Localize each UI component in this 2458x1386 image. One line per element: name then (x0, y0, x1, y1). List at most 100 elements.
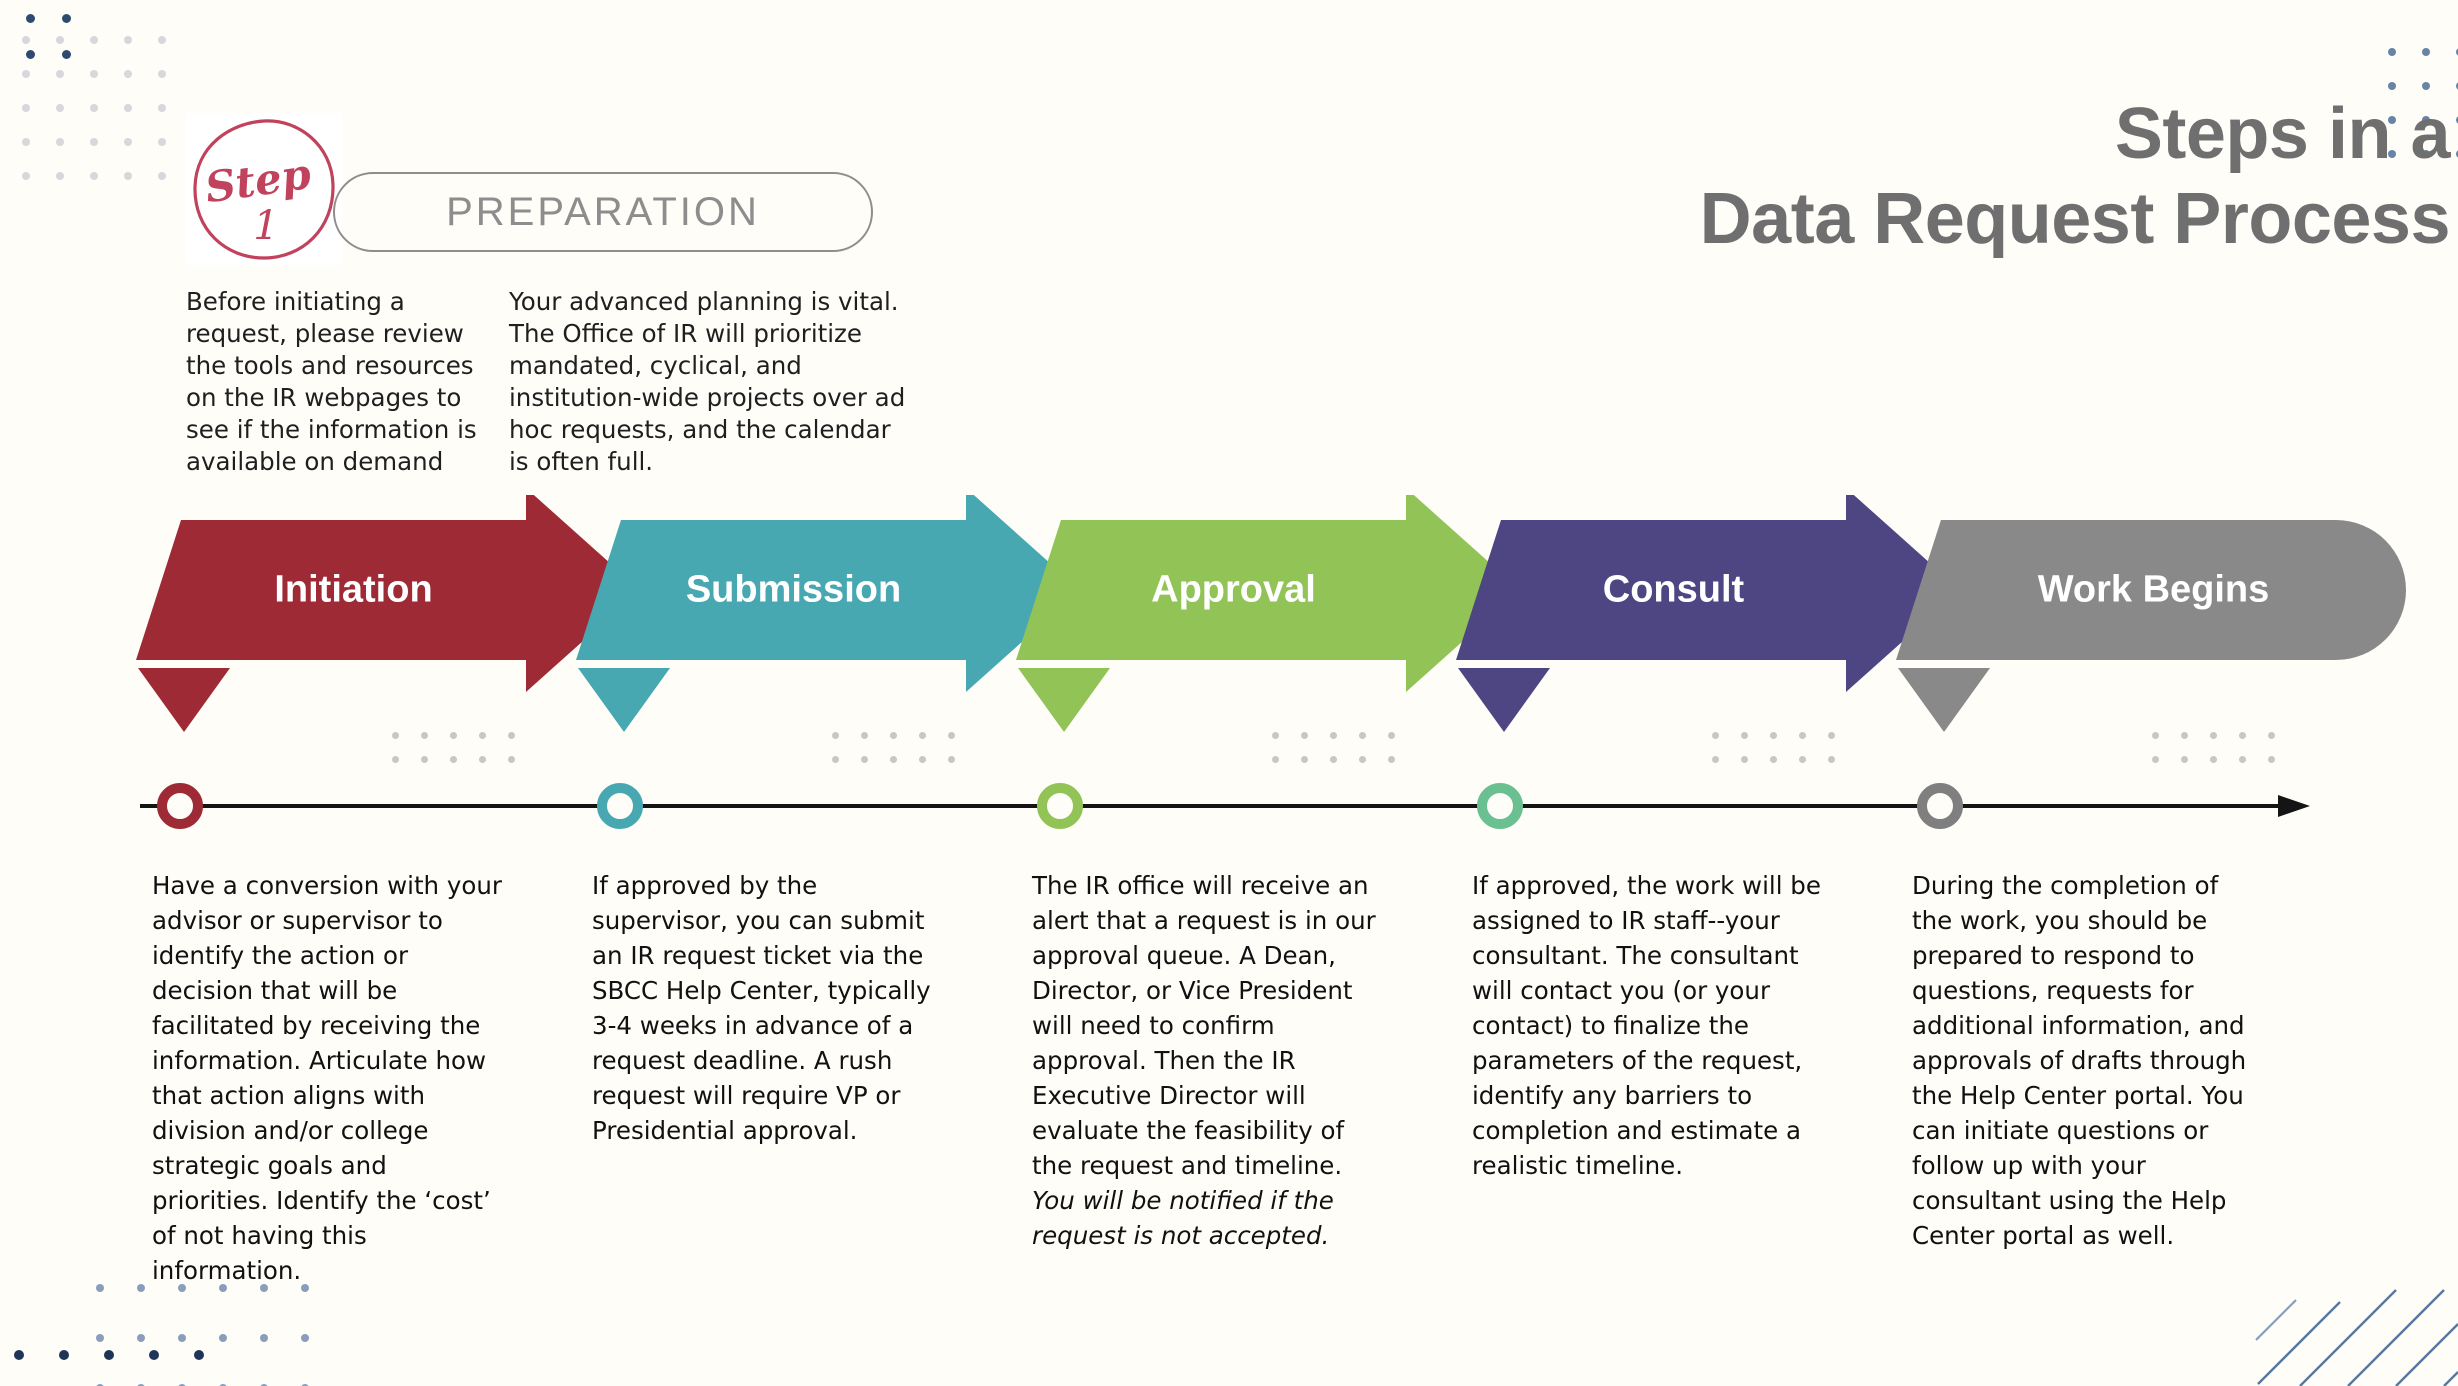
decor-dot (56, 172, 64, 180)
process-arrow-label-2: Submission (685, 568, 902, 611)
decor-dot (2152, 756, 2159, 763)
step-badge-number: 1 (253, 203, 278, 249)
decor-dot (1359, 756, 1366, 763)
decor-dots-bottom-left-dark (14, 1350, 239, 1386)
preparation-pill[interactable]: PREPARATION (333, 172, 873, 252)
decor-dot (919, 732, 926, 739)
decor-dot (508, 756, 515, 763)
process-arrow-3[interactable] (1016, 495, 1520, 692)
process-arrow-tab-3 (1018, 668, 1110, 732)
preparation-text-column-1: Before initiating a request, please revi… (186, 287, 477, 477)
decor-dot (219, 1284, 227, 1292)
decor-dot (219, 1384, 227, 1386)
decor-dot (2388, 82, 2396, 90)
decor-dots-top-right (2388, 48, 2458, 184)
decor-dot (861, 732, 868, 739)
decor-dot (260, 1284, 268, 1292)
decor-dot (194, 1350, 204, 1360)
decor-dot (890, 732, 897, 739)
decor-dot (832, 732, 839, 739)
decor-dot (2422, 150, 2430, 158)
page-title-line-1: Steps in a (2114, 94, 2451, 174)
decor-dot (1272, 756, 1279, 763)
decor-dot (1301, 756, 1308, 763)
decor-dot (890, 756, 897, 763)
decor-dot (124, 172, 132, 180)
process-arrow-4[interactable] (1456, 495, 1960, 692)
decor-dot (22, 138, 30, 146)
decor-dot (2181, 732, 2188, 739)
step-description-3: The IR office will receive an alert that… (1032, 871, 1376, 1251)
decor-dot (1359, 732, 1366, 739)
decor-dot (90, 70, 98, 78)
timeline (140, 783, 2310, 829)
step-description-4: If approved, the work will be assigned t… (1472, 871, 1821, 1181)
decor-dots-divider-2 (832, 732, 977, 780)
process-arrow-tab-5 (1898, 668, 1990, 732)
decor-dot (178, 1284, 186, 1292)
decor-dots-divider-3 (1272, 732, 1417, 780)
timeline-marker-1[interactable] (157, 783, 203, 829)
decor-dot (1799, 732, 1806, 739)
decor-dots-divider-5 (2152, 732, 2297, 780)
process-arrow-label-3: Approval (1151, 568, 1316, 611)
decor-dot (1741, 732, 1748, 739)
timeline-marker-4[interactable] (1477, 783, 1523, 829)
decor-dot (301, 1284, 309, 1292)
decor-dot (158, 138, 166, 146)
decor-dots-bottom-left-faint (96, 1284, 342, 1386)
process-arrow-label-5: Work Begins (2037, 568, 2270, 611)
decor-dot (1330, 756, 1337, 763)
decor-dot (2268, 756, 2275, 763)
decor-dot (124, 36, 132, 44)
decor-dot (2210, 756, 2217, 763)
decor-dot (421, 732, 428, 739)
decor-dots-top-left-dark (26, 14, 98, 86)
page-title-line-2: Data Request Process (1699, 178, 2451, 259)
decor-dot (2456, 82, 2458, 90)
decor-dot (219, 1334, 227, 1342)
step-description-1: Have a conversion with your advisor or s… (152, 871, 502, 1286)
decor-dot (158, 172, 166, 180)
decor-dots-divider-4 (1712, 732, 1857, 780)
decor-dot (479, 732, 486, 739)
decor-dot (1741, 756, 1748, 763)
decor-dot (2422, 116, 2430, 124)
timeline-marker-3[interactable] (1037, 783, 1083, 829)
decor-dot (149, 1350, 159, 1360)
decor-dot (1712, 732, 1719, 739)
decor-dot (1272, 732, 1279, 739)
process-arrow-tab-1 (138, 668, 230, 732)
decor-dot (301, 1384, 309, 1386)
timeline-marker-5[interactable] (1917, 783, 1963, 829)
decor-dot (260, 1384, 268, 1386)
decor-dot (178, 1334, 186, 1342)
decor-dot (96, 1334, 104, 1342)
decor-dot (260, 1334, 268, 1342)
decor-dot (56, 70, 64, 78)
decor-dot (124, 104, 132, 112)
decor-dot (22, 70, 30, 78)
timeline-marker-2[interactable] (597, 783, 643, 829)
decor-dot (2456, 150, 2458, 158)
decor-dot (2388, 150, 2396, 158)
decor-dot (508, 732, 515, 739)
decor-dot (59, 1350, 69, 1360)
step-description-2: If approved by the supervisor, you can s… (592, 871, 931, 1146)
process-arrow-5[interactable] (1896, 520, 2406, 660)
process-arrow-1[interactable] (136, 495, 640, 692)
decor-dot (2388, 48, 2396, 56)
decor-dot (137, 1334, 145, 1342)
decor-dot (450, 756, 457, 763)
decor-dots-top-left-faint (22, 36, 192, 206)
process-arrow-tab-4 (1458, 668, 1550, 732)
decor-dot (1770, 732, 1777, 739)
decor-dot (22, 104, 30, 112)
decor-dot (948, 756, 955, 763)
decor-dot (421, 756, 428, 763)
process-arrow-2[interactable] (576, 495, 1080, 692)
decor-dot (832, 756, 839, 763)
decor-diagonal-lines (2255, 1289, 2458, 1386)
decor-dot (861, 756, 868, 763)
